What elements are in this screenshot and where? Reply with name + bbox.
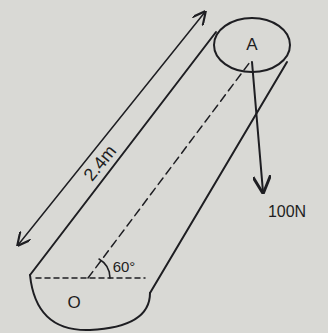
angle-arc	[99, 259, 110, 278]
point-label: O	[65, 293, 82, 312]
point-label: A	[244, 35, 259, 54]
force-arrow	[252, 62, 263, 192]
horizontal-reference	[36, 277, 145, 279]
angle-label: 60°	[111, 258, 138, 275]
dimension-line	[18, 12, 205, 245]
pole-left-edge	[30, 32, 216, 275]
pole-right-edge	[150, 62, 287, 293]
force-label: 100N	[266, 203, 308, 221]
pole-axis	[88, 62, 250, 278]
bottom-end-curve	[30, 275, 150, 330]
